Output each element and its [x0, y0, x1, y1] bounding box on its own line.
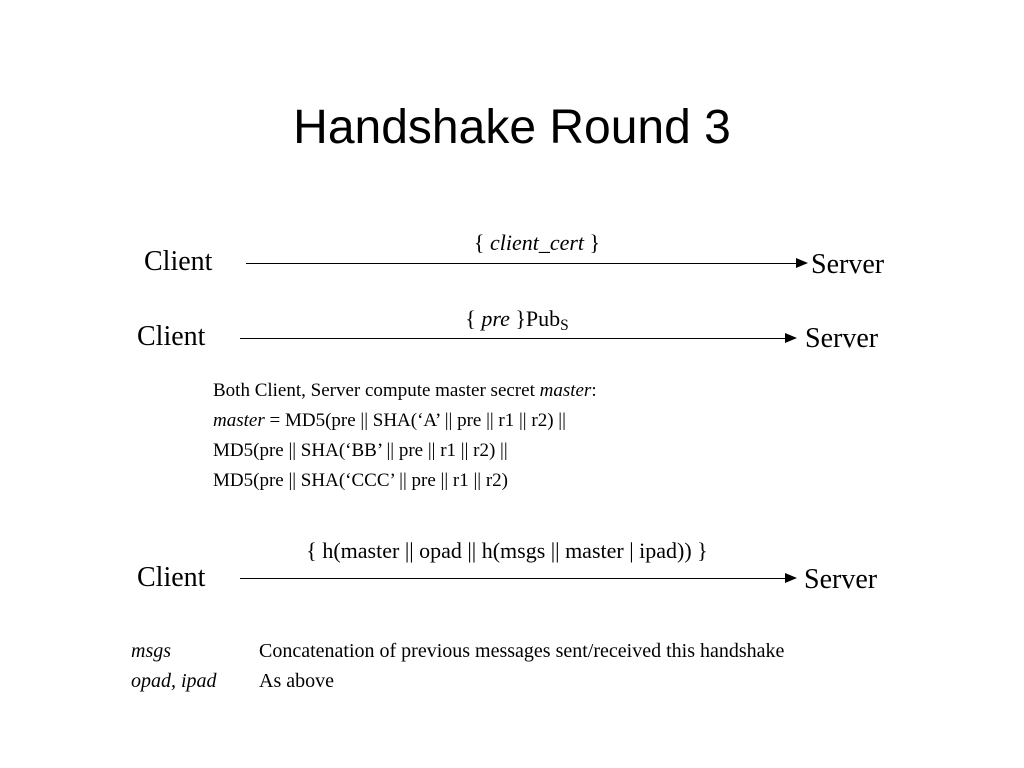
arrow-client-to-server-1 — [246, 258, 808, 268]
computation-intro: Both Client, Server compute master secre… — [213, 380, 597, 401]
client-label-1: Client — [144, 246, 213, 277]
arrow-head-icon — [796, 258, 808, 268]
computation-line-2: MD5(pre || SHA(‘BB’ || pre || r1 || r2) … — [213, 440, 508, 461]
message-label-2: { pre }PubS — [465, 306, 569, 334]
message-label-1: { client_cert } — [473, 230, 601, 255]
client-label-2: Client — [137, 321, 206, 352]
arrow-head-icon — [785, 333, 797, 343]
definition-row: opad, ipad As above — [131, 666, 784, 696]
arrow-client-to-server-2 — [240, 333, 797, 343]
computation-line-3: MD5(pre || SHA(‘CCC’ || pre || r1 || r2) — [213, 470, 508, 491]
definition-row: msgs Concatenation of previous messages … — [131, 636, 784, 666]
definition-text: Concatenation of previous messages sent/… — [259, 640, 785, 662]
server-label-1: Server — [811, 249, 885, 280]
definitions: msgs Concatenation of previous messages … — [131, 636, 784, 696]
server-label-3: Server — [804, 564, 878, 595]
arrow-client-to-server-3 — [240, 573, 797, 583]
client-label-3: Client — [137, 562, 206, 593]
slide-title: Handshake Round 3 — [293, 101, 731, 154]
arrow-head-icon — [785, 573, 797, 583]
definition-term: msgs — [131, 640, 172, 662]
server-label-2: Server — [805, 323, 879, 354]
computation-line-1: master = MD5(pre || SHA(‘A’ || pre || r1… — [213, 410, 566, 431]
master-secret-computation: Both Client, Server compute master secre… — [213, 376, 597, 496]
definition-term: opad, ipad — [131, 670, 217, 692]
message-label-3: { h(master || opad || h(msgs || master |… — [306, 538, 708, 563]
definition-text: As above — [259, 670, 334, 692]
